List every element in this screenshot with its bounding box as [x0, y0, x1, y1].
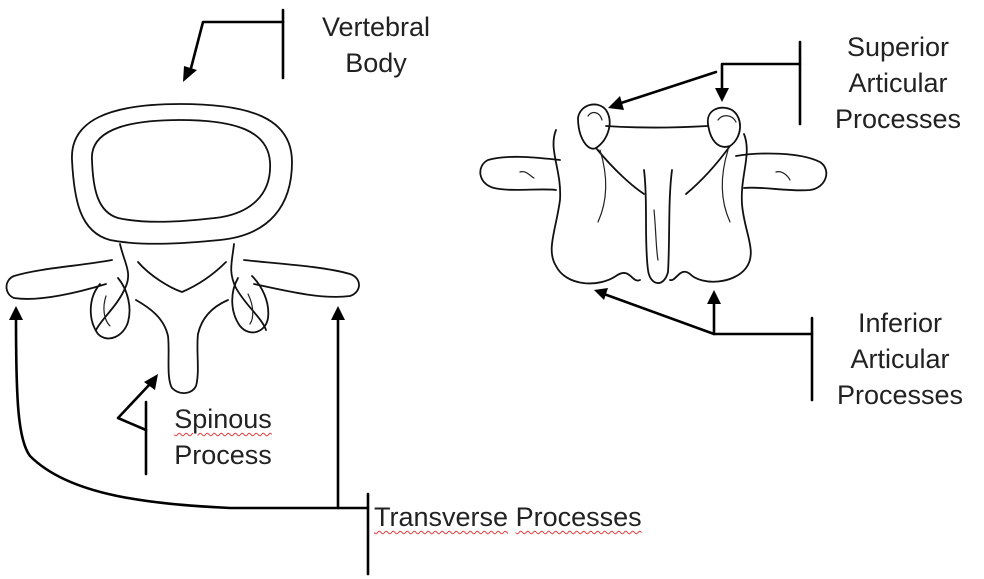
label-transverse-line2: Processes	[516, 502, 642, 532]
label-superior-line2: Articular	[812, 68, 984, 98]
label-transverse-line1: Transverse	[374, 502, 508, 532]
vertebral-body-outline	[72, 104, 292, 244]
vertebral-foramen	[138, 262, 226, 292]
label-transverse-processes: Transverse Processes	[374, 498, 554, 532]
superior-articular-right	[708, 108, 740, 147]
transverse-process-right	[244, 260, 359, 297]
transverse-process-left	[7, 260, 113, 299]
vertebral-body-inner	[92, 120, 270, 222]
label-superior-line1: Superior	[812, 32, 984, 62]
vertebra-superior-view	[7, 104, 360, 393]
posterior-spinous	[644, 170, 672, 283]
label-superior-line3: Processes	[812, 104, 984, 134]
label-vertebral-body: Vertebral Body	[296, 12, 456, 78]
posterior-outline	[552, 130, 640, 283]
label-inferior-line2: Articular	[818, 344, 982, 374]
label-spinous-line2: Process	[150, 440, 296, 470]
superior-articular-left	[578, 104, 610, 148]
leader-inferior-articular	[594, 288, 812, 400]
label-vertebral-body-line2: Body	[296, 48, 456, 78]
label-inferior-line3: Processes	[818, 380, 982, 410]
leader-vertebral-body	[183, 10, 283, 82]
posterior-transverse-left	[480, 157, 560, 190]
label-spinous-line1: Spinous	[174, 404, 272, 434]
label-spinous-process: Spinous Process	[150, 404, 296, 470]
label-inferior-articular: Inferior Articular Processes	[818, 308, 982, 410]
label-superior-articular: Superior Articular Processes	[812, 32, 984, 134]
vertebra-posterior-view	[480, 104, 826, 283]
label-vertebral-body-line1: Vertebral	[296, 12, 456, 42]
leader-superior-articular	[608, 42, 800, 124]
label-inferior-line1: Inferior	[818, 308, 982, 338]
